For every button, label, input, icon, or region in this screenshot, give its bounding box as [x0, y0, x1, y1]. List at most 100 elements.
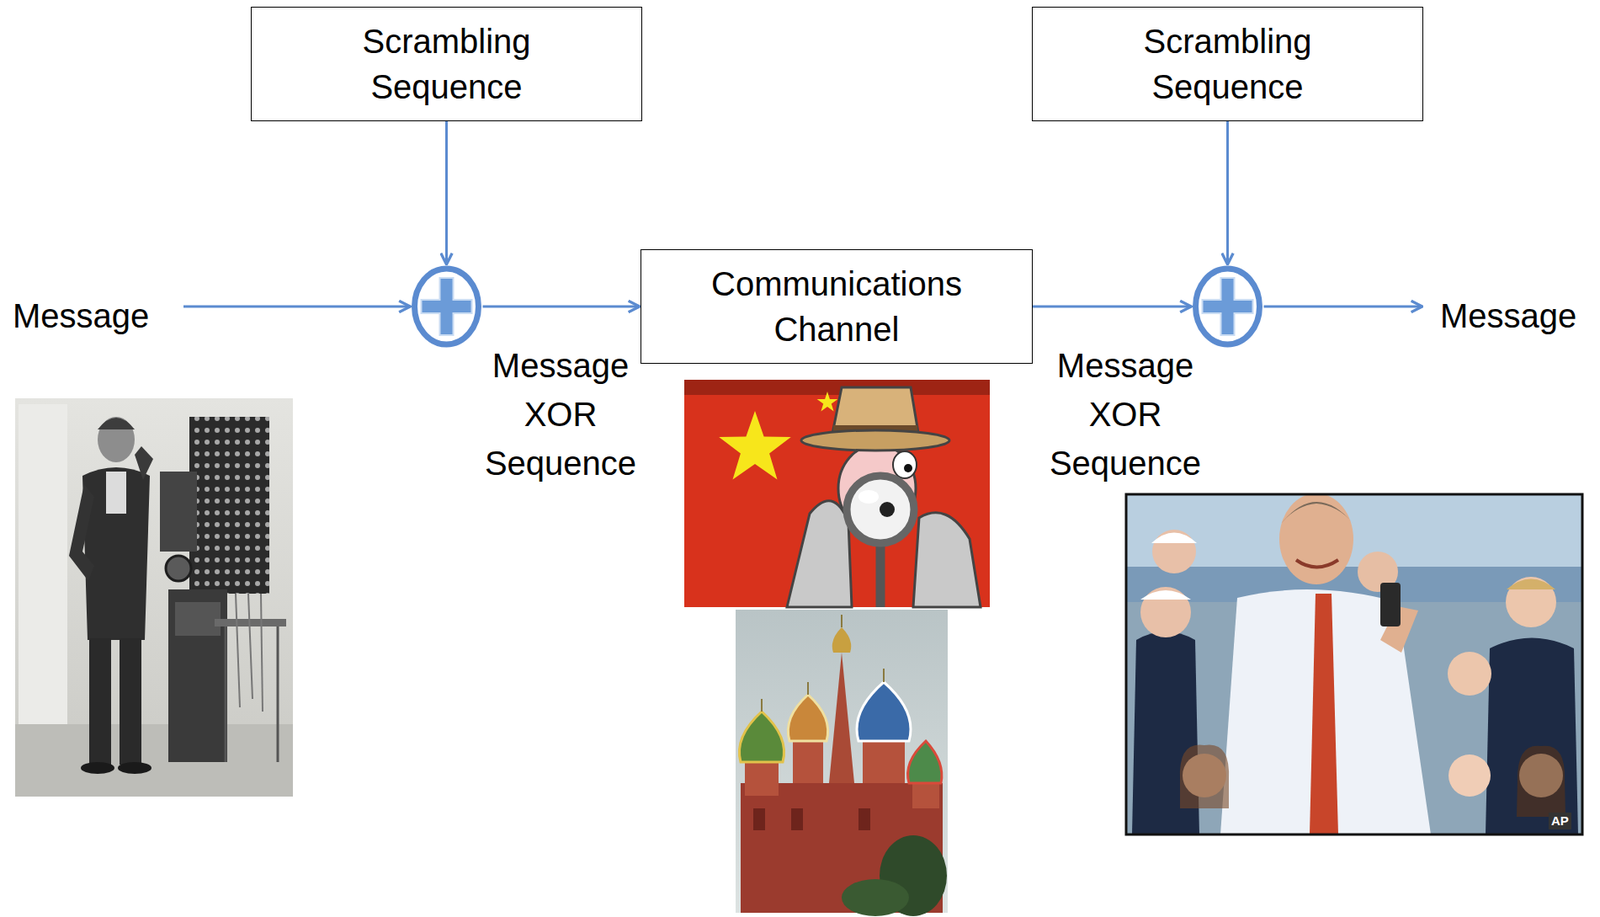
process-box: Scrambling Sequence: [250, 6, 643, 122]
spy-cartoon-part: [786, 500, 852, 607]
cathedral-photo-part: [908, 740, 942, 783]
spy-cartoon-part: [684, 379, 990, 395]
cathedral-photo-part: [882, 668, 885, 682]
cathedral-photo-part: [832, 627, 852, 653]
crowd-photo-part: [1140, 586, 1191, 638]
inventor-photo-part: [106, 471, 127, 514]
spy-cartoon-part: [684, 379, 990, 607]
spy-cartoon-part: [893, 451, 917, 479]
inventor-photo-part: [276, 626, 280, 762]
crowd-photo-part: [1126, 494, 1583, 835]
box-text: Scrambling Sequence: [1118, 18, 1338, 110]
crowd-photo: [1126, 493, 1583, 835]
message-wire: [183, 305, 411, 309]
inventor-photo-part: [82, 467, 150, 640]
crowd-photo-part: [1152, 529, 1197, 574]
crowd-photo-part: [1281, 501, 1354, 524]
crowd-photo-part: [1279, 493, 1354, 585]
spy-cartoon-part: [817, 391, 839, 412]
inventor-photo-part: [97, 416, 135, 463]
crowd-photo-part: [1180, 744, 1229, 809]
sequence-wire: [1226, 121, 1229, 265]
spy-cartoon-part: [846, 475, 915, 543]
inventor-photo-part: [119, 637, 142, 765]
crowd-photo-part: [1448, 754, 1491, 797]
inventor-photo-part: [15, 398, 293, 797]
spy-cartoon-part: [913, 512, 981, 607]
inventor-photo-part: [235, 593, 240, 707]
spy-cartoon: [684, 379, 990, 607]
inventor-photo-part: [175, 601, 221, 636]
crowd-photo-part: [1140, 590, 1191, 600]
signal-connector: [446, 121, 641, 307]
inventor-photo-part: [260, 593, 263, 712]
cathedral-photo-part: [858, 807, 871, 830]
connector-line: [445, 121, 448, 265]
crowd-photo-part: [1505, 576, 1557, 628]
process-box: Scrambling Sequence: [1031, 6, 1424, 122]
inventor-photo-part: [97, 417, 135, 430]
crowd-photo-part: [1220, 589, 1431, 835]
inventor-photo-part: [224, 626, 228, 762]
crowd-photo-part: [1447, 651, 1492, 696]
cathedral-photo-part: [862, 740, 905, 783]
inventor-photo-part: [189, 416, 270, 594]
inventor-photo-part: [168, 589, 228, 762]
cathedral-photo-part: [792, 740, 824, 783]
signal-label: Message XOR Sequence: [476, 340, 645, 488]
crowd-photo-part: [1516, 745, 1566, 817]
spy-cartoon-part: [903, 463, 913, 473]
crowd-photo-part: [1309, 593, 1339, 835]
signal-label: Message: [1440, 291, 1577, 341]
xor-circle: [414, 268, 479, 345]
inventor-photo: [15, 398, 293, 797]
connector-line: [483, 305, 641, 309]
inventor-photo-part: [117, 761, 152, 774]
signal-label: Message: [12, 291, 149, 341]
inventor-photo-part: [165, 555, 192, 581]
crowd-photo-part: [1126, 494, 1583, 835]
spy-cartoon-part: [879, 501, 895, 517]
message-wire: [1032, 305, 1192, 309]
spy-cartoon-part: [858, 489, 879, 504]
message-wire: [1264, 305, 1424, 309]
cathedral-photo-part: [840, 614, 843, 628]
xor-circle: [1196, 268, 1260, 345]
inventor-photo-part: [89, 637, 112, 765]
cathedral-photo-part: [807, 681, 809, 695]
inventor-photo-part: [248, 593, 253, 699]
xor-symbol: [1196, 268, 1260, 345]
watermark: AP: [1548, 812, 1572, 830]
crowd-photo-part: [1506, 579, 1556, 591]
cathedral-photo-part: [738, 711, 784, 762]
inventor-photo-part: [134, 446, 154, 480]
crowd-photo-part: [1296, 559, 1339, 568]
spy-cartoon-part: [876, 538, 886, 607]
xor-plus: [1202, 277, 1254, 335]
cathedral-photo-part: [856, 681, 911, 741]
crowd-photo-part: [1380, 582, 1401, 627]
crowd-photo-part: [1485, 637, 1579, 835]
spy-cartoon-part: [718, 410, 792, 479]
spy-cartoon-part: [801, 430, 950, 451]
inventor-photo-part: [159, 471, 197, 552]
cathedral-photo: [735, 609, 948, 916]
signal-label: Message XOR Sequence: [1041, 340, 1210, 488]
box-text: Communications Channel: [693, 260, 980, 352]
inventor-photo-part: [18, 403, 68, 724]
box-text: Scrambling Sequence: [337, 18, 557, 110]
cathedral-photo-part: [841, 878, 909, 916]
inventor-photo-part: [80, 761, 115, 774]
inventor-photo-part: [189, 416, 270, 594]
cathedral-photo-part: [912, 782, 940, 808]
xor-plus: [421, 277, 473, 335]
cathedral-photo-part: [791, 807, 803, 830]
cathedral-photo-part: [829, 652, 855, 783]
cathedral-photo-part: [787, 694, 828, 741]
cathedral-photo-part: [760, 698, 763, 712]
cathedral-photo-part: [744, 761, 779, 796]
process-box: Communications Channel: [640, 249, 1033, 364]
